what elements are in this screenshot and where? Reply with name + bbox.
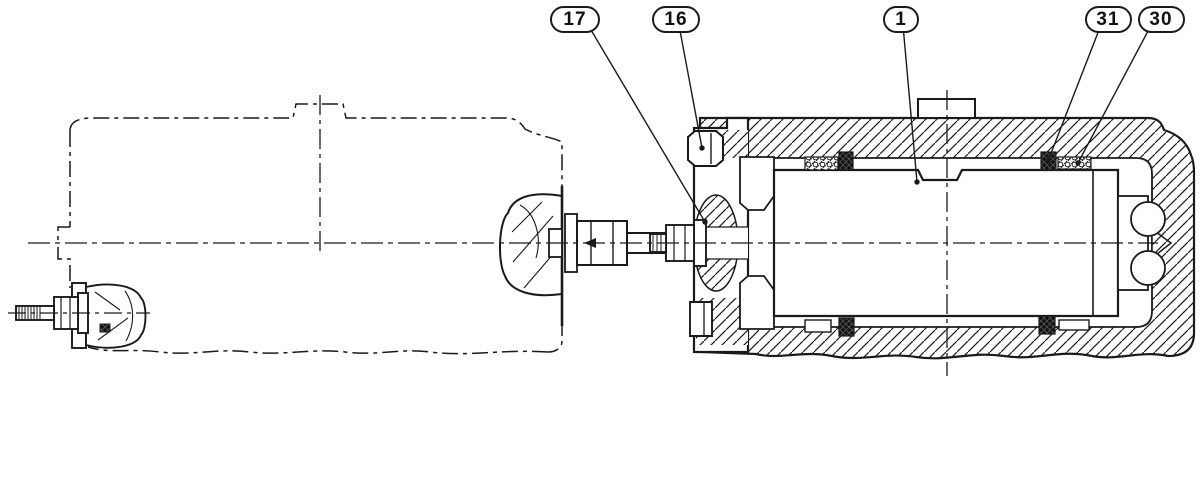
seal-ring-bottom-right bbox=[1038, 315, 1056, 335]
callout-16: 16 bbox=[652, 5, 700, 33]
sleeve-bump-top bbox=[1130, 201, 1166, 237]
gland-block-bottom bbox=[739, 275, 775, 330]
seal-ring-bottom-left bbox=[838, 317, 855, 337]
seal-braid-top-right bbox=[1057, 156, 1092, 170]
callout-31: 31 bbox=[1084, 5, 1132, 33]
lower-left-fitting bbox=[8, 282, 150, 349]
hex-plug-16 bbox=[687, 130, 724, 167]
callout-leader-lines bbox=[590, 29, 1150, 225]
callout-label: 31 bbox=[1096, 8, 1120, 30]
seal-ring-top-left bbox=[838, 151, 854, 171]
callout-1: 1 bbox=[883, 5, 919, 33]
bottom-plug bbox=[689, 301, 713, 337]
seal-braid-top-left bbox=[804, 156, 839, 171]
callout-label: 30 bbox=[1149, 8, 1173, 30]
callout-label: 16 bbox=[664, 8, 688, 30]
phantom-housing-outline bbox=[57, 103, 563, 355]
middle-fitting bbox=[498, 186, 693, 326]
phantom-housing-view bbox=[8, 95, 693, 355]
callout-label: 1 bbox=[895, 8, 907, 30]
gland-block-top bbox=[739, 156, 775, 211]
seal-groove-bottom-left bbox=[804, 319, 832, 333]
cylinder-section-view bbox=[649, 90, 1196, 376]
seal-mark bbox=[99, 323, 111, 333]
callout-30: 30 bbox=[1137, 5, 1185, 33]
callout-label: 17 bbox=[563, 8, 587, 30]
sleeve-bump-bottom bbox=[1130, 250, 1166, 286]
seal-groove-bottom-right bbox=[1058, 319, 1090, 331]
callout-17: 17 bbox=[550, 5, 600, 33]
